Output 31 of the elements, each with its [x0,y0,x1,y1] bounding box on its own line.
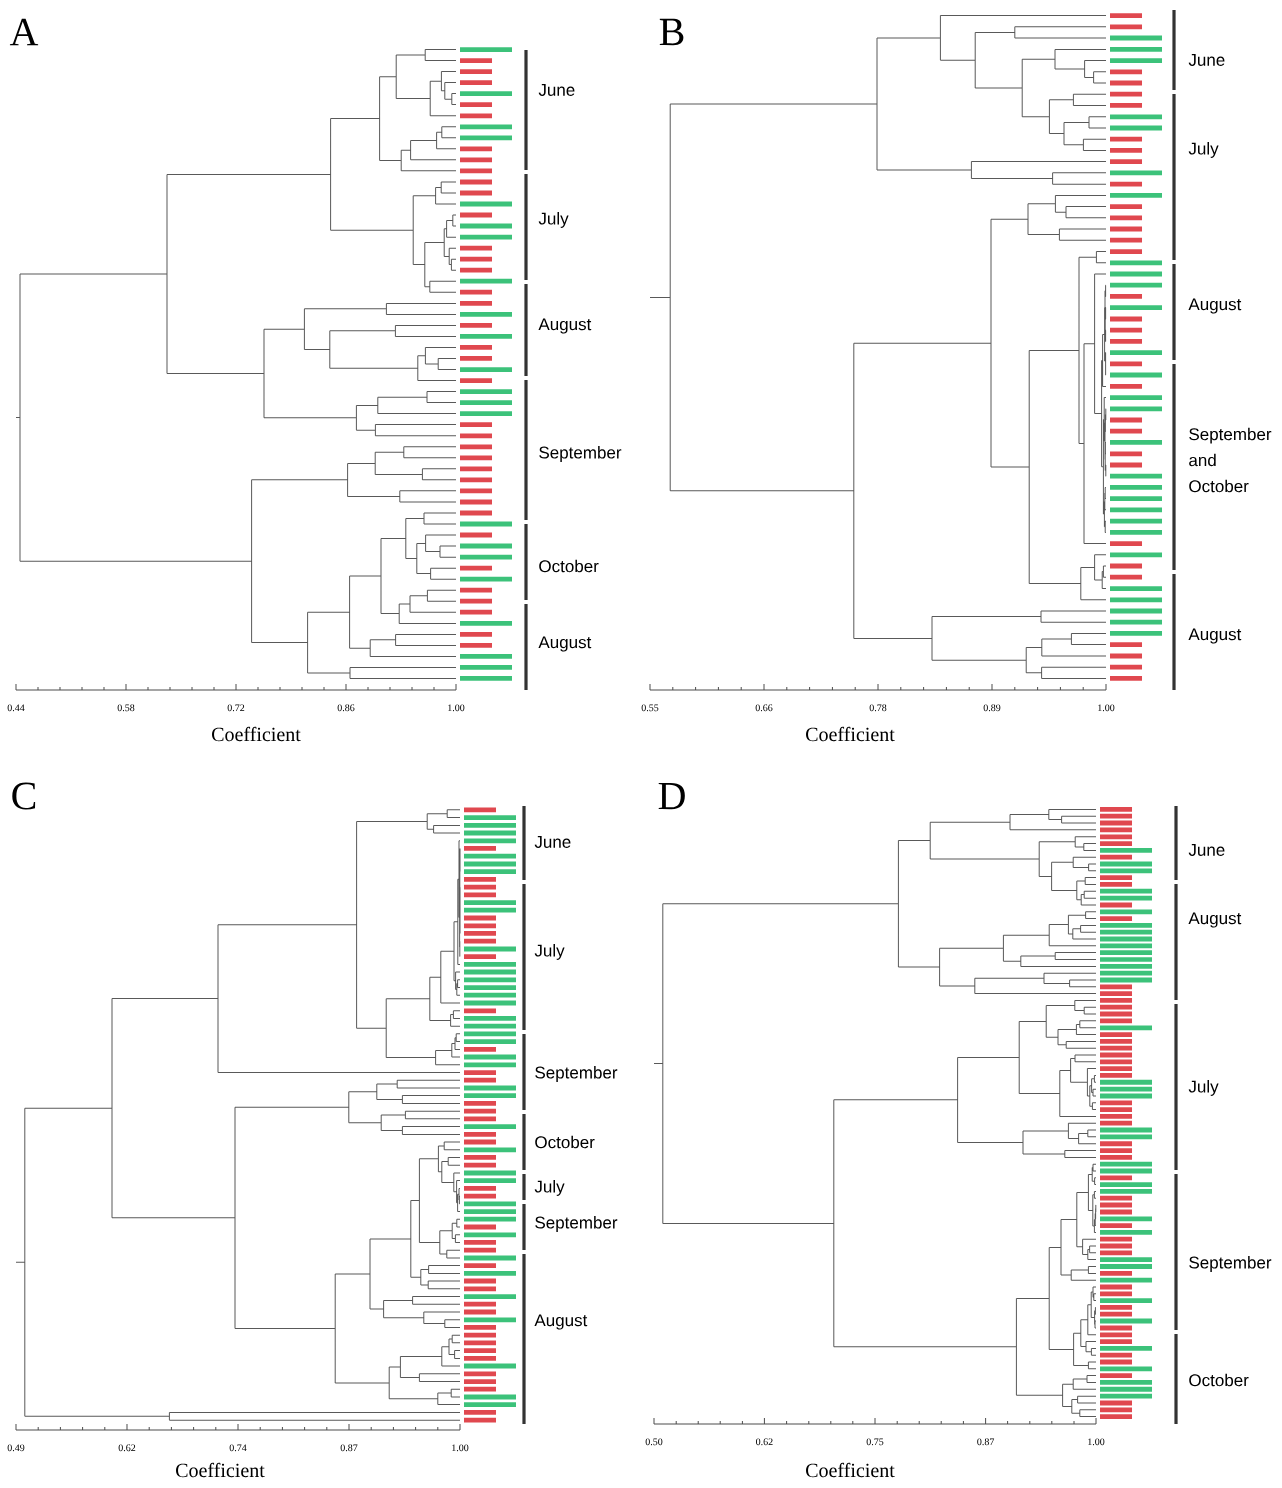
axis-title: Coefficient [806,726,895,742]
month-label: October [535,1135,595,1149]
month-label: August [538,318,592,334]
panel-letter: D [658,782,685,810]
month-label: July [1188,142,1219,158]
axis-title: Coefficient [212,726,301,742]
month-label: October [539,559,599,573]
month-label: August [1188,912,1242,928]
month-label: August [534,1314,588,1330]
month-label: August [538,636,592,652]
month-label: August [1188,298,1242,314]
month-label: July [534,1180,565,1196]
month-label: June [1188,844,1225,856]
month-label: September [535,1066,618,1082]
axis-title: Coefficient [806,1462,895,1478]
axis-title: Coefficient [176,1462,265,1478]
month-label: June [538,84,575,96]
month-label: August [1188,628,1242,644]
month-label: July [534,944,565,960]
panel-letter: A [9,18,39,46]
panel-letter: B [659,18,684,46]
month-label: October [1189,1373,1249,1387]
month-label: June [1188,54,1225,66]
month-label: September [1189,1256,1272,1272]
month-label: September [535,1216,618,1232]
month-label: July [538,212,569,228]
month-label: September and October [1189,427,1272,493]
month-label: June [534,836,571,848]
month-label: September [539,446,622,462]
month-label: July [1188,1080,1219,1096]
panel-letter: C [12,782,36,810]
